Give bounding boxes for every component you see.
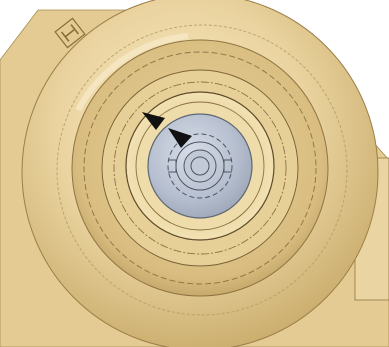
dome-highlight [75,33,189,112]
hub-notch [168,159,177,173]
arrow-marker-icon [142,112,165,130]
hub-notch [223,159,232,173]
h-stamp-icon [54,17,86,49]
groove-ring-inner [113,81,287,255]
outer-ring [56,24,348,316]
mid-ring-edge [83,51,317,285]
arrow-marker-icon [168,128,192,148]
